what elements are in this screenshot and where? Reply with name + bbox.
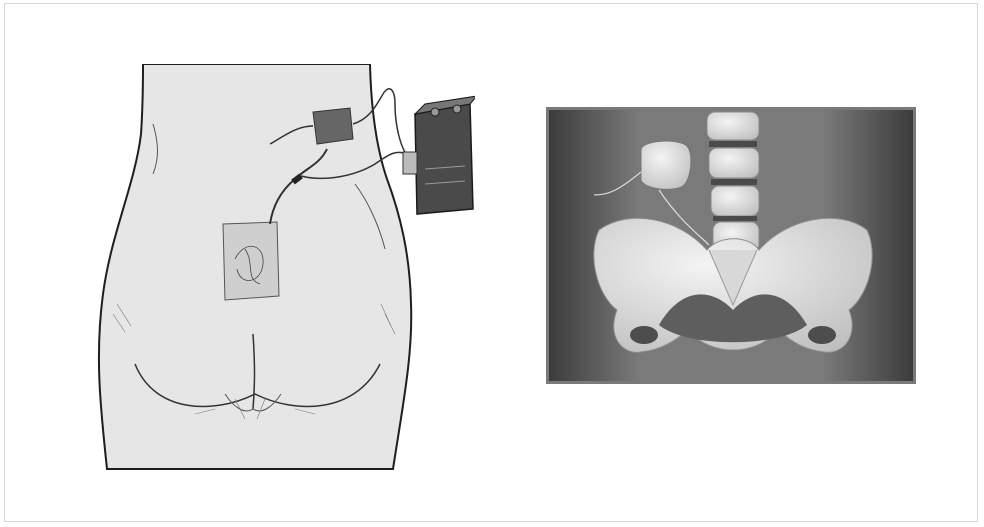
implant-site-patch	[223, 222, 279, 300]
implant-pulse-generator-icon	[641, 141, 691, 189]
dressing-pad	[313, 108, 353, 144]
figure-frame	[4, 3, 978, 522]
body-illustration	[95, 64, 475, 474]
external-stimulator-icon	[403, 96, 475, 214]
pelvis-svg	[549, 110, 913, 381]
body-back-svg	[95, 64, 475, 474]
pelvis-render	[546, 107, 916, 384]
